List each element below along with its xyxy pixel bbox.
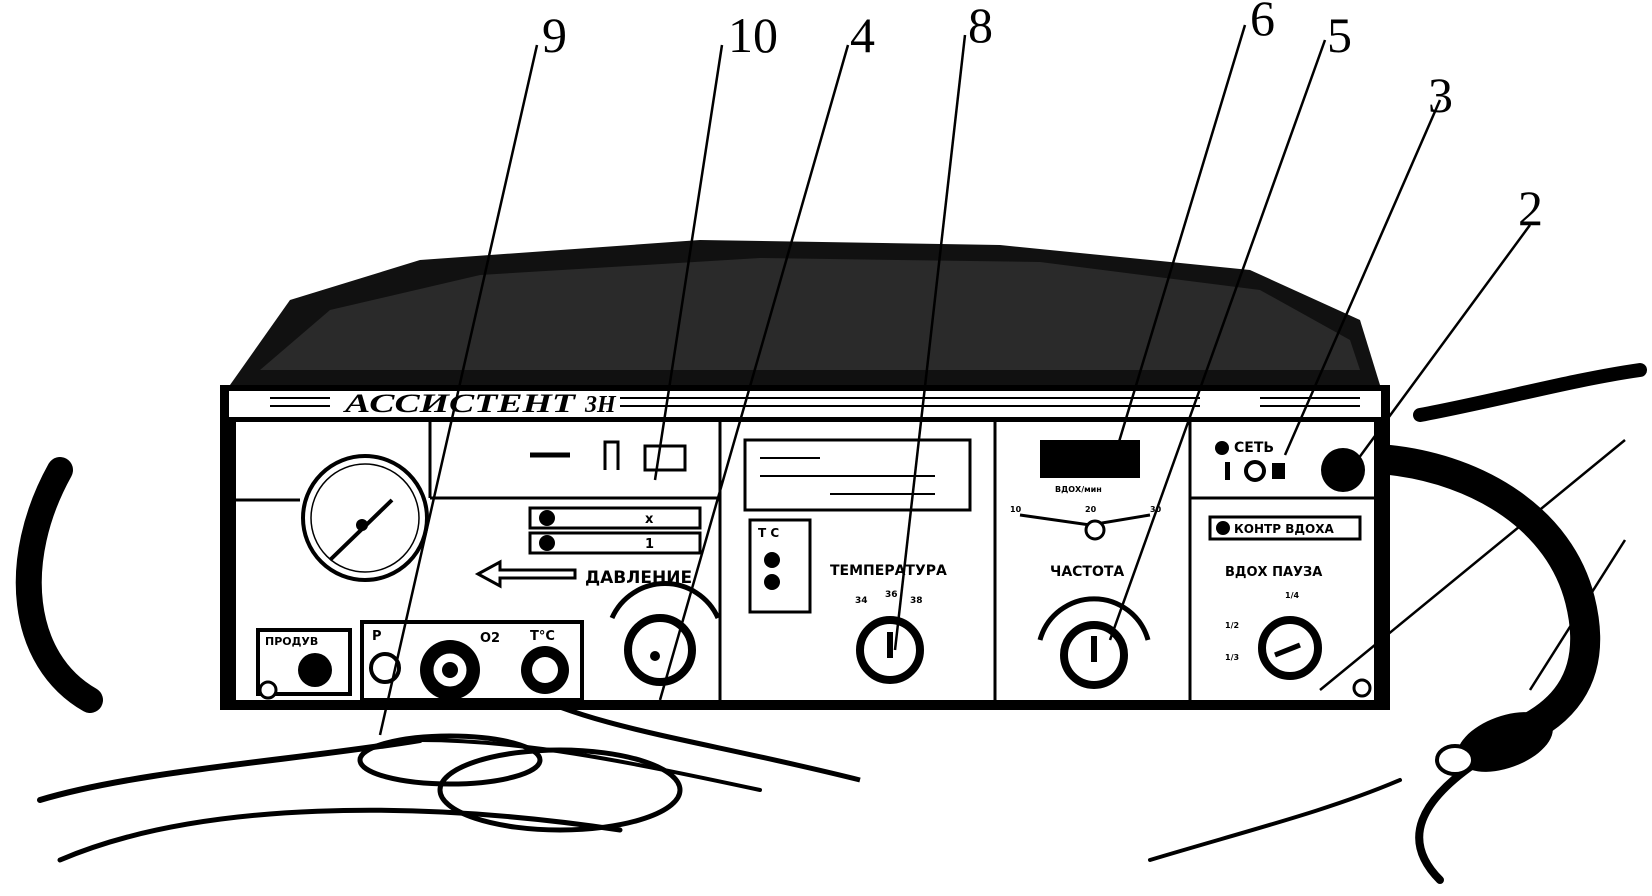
- callout-3: 3: [1428, 67, 1453, 123]
- row-1-label: 1: [645, 537, 654, 552]
- callout-5: 5: [1327, 7, 1352, 63]
- svg-text:38: 38: [910, 596, 923, 606]
- inhale-pause-knob[interactable]: [1258, 616, 1322, 680]
- callout-9: 9: [542, 7, 567, 63]
- frequency-knob[interactable]: [1037, 596, 1151, 689]
- svg-text:1/3: 1/3: [1225, 653, 1239, 662]
- temp-range-header: Т С: [758, 526, 779, 540]
- inhale-pause-label: ВДОХ ПАУЗА: [1225, 565, 1322, 580]
- device-top-texture: [230, 240, 1380, 385]
- port-pair-label: Р: [372, 629, 382, 644]
- mode-switch-symbol: [530, 440, 687, 472]
- port-temp-label: Т°С: [530, 629, 555, 644]
- power-label: СЕТЬ: [1234, 440, 1274, 456]
- model-label: 3Н: [584, 392, 617, 418]
- hose-connector: [1435, 712, 1553, 776]
- power-indicator-dot: [1215, 441, 1229, 455]
- purge-button[interactable]: [298, 653, 332, 687]
- callout-8: 8: [968, 0, 993, 53]
- pressure-knob[interactable]: [609, 581, 721, 686]
- indicator-row-1: 1: [528, 531, 702, 555]
- svg-text:10: 10: [1010, 505, 1022, 514]
- callout-2: 2: [1518, 180, 1543, 236]
- row-x-label: х: [645, 512, 654, 527]
- power-switch-symbols: [1225, 460, 1285, 482]
- frequency-label: ЧАСТОТА: [1050, 564, 1124, 580]
- pause-scale: 1/2 1/3 1/4: [1225, 591, 1299, 662]
- temp-range-box: Т С: [748, 518, 812, 614]
- brand-label: АССИСТЕНТ: [342, 389, 577, 418]
- svg-text:1/2: 1/2: [1225, 621, 1239, 630]
- screw-left: [258, 680, 278, 700]
- purge-label: ПРОДУВ: [265, 635, 318, 648]
- inhale-control-label: КОНТР ВДОХА: [1234, 522, 1334, 536]
- svg-text:20: 20: [1085, 505, 1097, 514]
- temperature-label: ТЕМПЕРАТУРА: [830, 563, 947, 579]
- leader-lines: [378, 24, 1627, 736]
- svg-text:1/4: 1/4: [1285, 591, 1299, 600]
- temp-sensor-port[interactable]: [521, 646, 569, 694]
- gas-port-center[interactable]: [420, 640, 480, 700]
- inhale-display: [1040, 440, 1140, 478]
- inhale-display-caption: ВДОХ/мин: [1055, 485, 1102, 494]
- panel-dividers: [428, 422, 1374, 700]
- callout-6: 6: [1250, 0, 1275, 46]
- svg-text:34: 34: [855, 596, 868, 606]
- pressure-gauge: [301, 454, 429, 582]
- gas-port-left[interactable]: [369, 652, 401, 684]
- callout-10: 10: [728, 7, 778, 63]
- hoses: [15, 363, 1647, 884]
- callout-4: 4: [850, 7, 875, 63]
- svg-text:36: 36: [885, 590, 898, 600]
- screw-right: [1352, 678, 1372, 698]
- temp-scale: 34 36 38: [855, 590, 923, 606]
- temperature-knob[interactable]: [856, 616, 924, 684]
- pressure-arrow: [474, 559, 577, 589]
- inhale-control-indicator: [1208, 515, 1362, 541]
- port-o2-label: О2: [480, 631, 500, 646]
- power-button[interactable]: [1321, 448, 1365, 492]
- warning-label-box: [743, 438, 972, 512]
- indicator-row-x: х: [528, 506, 702, 530]
